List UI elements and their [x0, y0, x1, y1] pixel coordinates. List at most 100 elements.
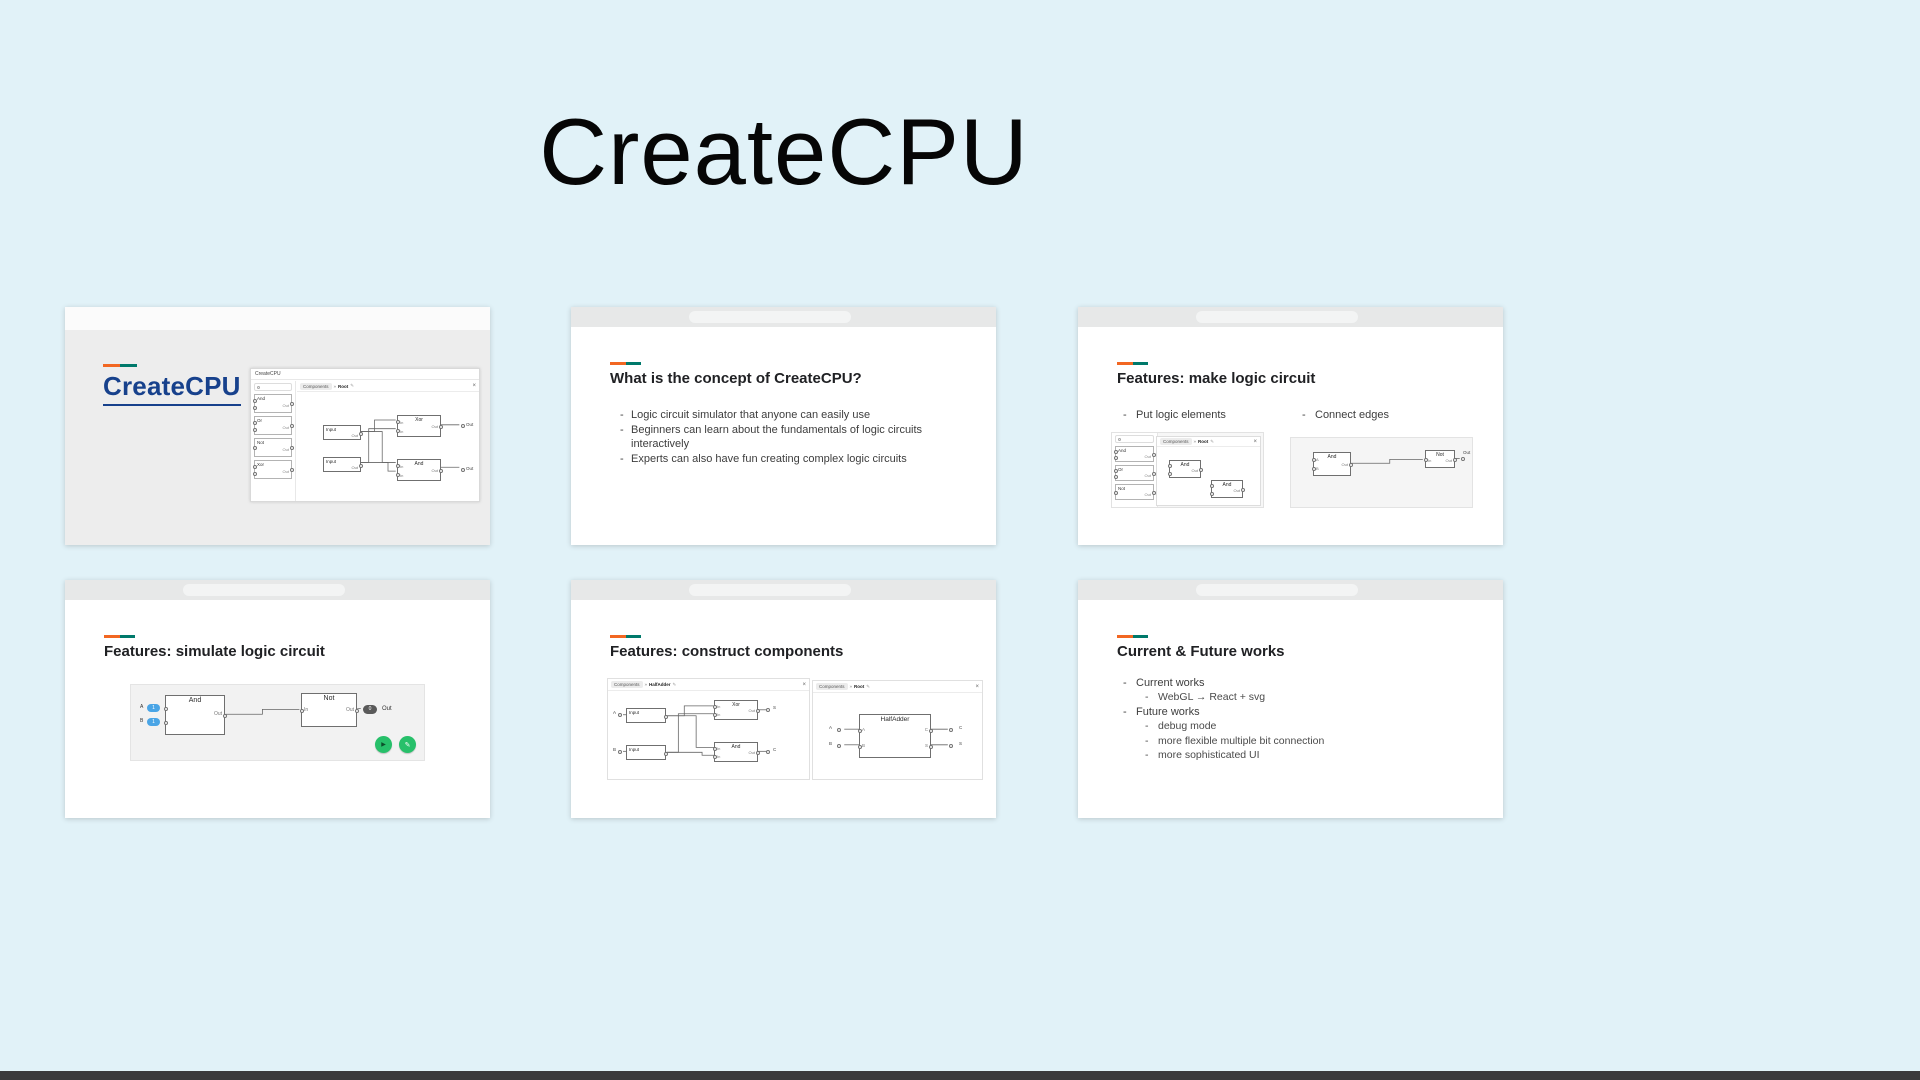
list-item: - debug mode: [1145, 719, 1468, 733]
pin: [289, 446, 294, 450]
input-b-toggle: 1: [147, 718, 160, 726]
pin-label: Out: [282, 425, 289, 430]
breadcrumb: Components » Root ✎ ×: [1157, 437, 1260, 447]
input-gate: Input Out: [323, 425, 363, 440]
bullet-text: Logic circuit simulator that anyone can …: [631, 409, 871, 421]
bullet-item: - Logic circuit simulator that anyone ca…: [620, 408, 940, 423]
wires-svg: [361, 419, 460, 472]
terminal-c-label: C: [773, 747, 777, 752]
pin: [1113, 491, 1118, 495]
wires-svg: [844, 728, 948, 746]
slide-title: Features: construct components: [610, 643, 844, 660]
slide-thumbnail-concept[interactable]: What is the concept of CreateCPU? - Logi…: [571, 307, 996, 545]
slide-header-band: [571, 580, 996, 600]
gate-label: Not: [257, 440, 265, 445]
input-a-label: A: [140, 704, 144, 710]
halfadder-component: HalfAdder A B C S: [857, 714, 933, 758]
circuit-diagram: A Input B Input Xor In In Out S And: [608, 692, 809, 779]
pin: [949, 728, 953, 732]
pin-label: In: [717, 712, 721, 717]
pin-label: In: [1428, 458, 1432, 463]
list-item-text: Future works: [1136, 705, 1200, 718]
pin: [222, 714, 227, 718]
pin-label: Out: [1191, 468, 1198, 473]
gate-label: Input: [326, 427, 337, 432]
edit-pencil-icon: ✎: [1210, 438, 1215, 444]
bullet-item: - Put logic elements: [1123, 409, 1226, 421]
pin: [163, 707, 168, 711]
gate-label: Not: [1118, 486, 1126, 491]
pin-label: Out: [282, 403, 289, 408]
xor-gate: Xor In In Out: [712, 700, 760, 720]
slide-thumbnail-construct[interactable]: Features: construct components Component…: [571, 580, 996, 818]
pin: [1167, 464, 1172, 468]
halfadder-usage-screenshot: Components » Root ✎ × A B HalfAdder A B …: [812, 680, 983, 780]
accent-teal-segment: [119, 635, 135, 638]
slide-header-band: [1078, 307, 1503, 327]
circuit-canvas: Components » Root ✎ × Input Out: [297, 381, 479, 501]
halfadder-definition-screenshot: Components » HalfAdder ✎ × A Input: [607, 678, 810, 780]
accent-teal-segment: [1132, 362, 1148, 365]
bullet-list: - Logic circuit simulator that anyone ca…: [620, 408, 940, 466]
pin: [1113, 475, 1118, 479]
pin: [1240, 488, 1245, 492]
chevron-double-icon: »: [333, 383, 337, 389]
breadcrumb-components: Components: [1160, 438, 1192, 445]
slide-title: What is the concept of CreateCPU?: [610, 370, 862, 387]
slide-header-band: [65, 307, 490, 330]
bullet-item: - Beginners can learn about the fundamen…: [620, 423, 940, 452]
gate-label: And: [1222, 482, 1232, 488]
slide-thumbnail-title[interactable]: CreateCPU CreateCPU And Out Or Out Not O…: [65, 307, 490, 545]
and-gate: And A B Out: [1311, 452, 1353, 476]
slide-thumbnail-simulate[interactable]: Features: simulate logic circuit A 1 B 1…: [65, 580, 490, 818]
accent-orange-segment: [104, 635, 120, 638]
bullet-dash: -: [1123, 409, 1127, 421]
pin: [766, 750, 770, 754]
breadcrumb-current: Root: [854, 684, 865, 689]
app-window-title: CreateCPU: [251, 369, 479, 380]
input-gate: Input Out: [323, 457, 363, 472]
bullet-text: Beginners can learn about the fundamenta…: [631, 423, 923, 451]
search-icon: [1118, 438, 1121, 441]
slide-thumbnail-make-circuit[interactable]: Features: make logic circuit - Put logic…: [1078, 307, 1503, 545]
gate-label: Or: [1118, 467, 1123, 472]
search-icon: [257, 386, 260, 389]
pin-label: C: [924, 727, 928, 732]
terminal-s-label: S: [773, 705, 777, 710]
not-gate: Not In Out: [1423, 450, 1457, 468]
list-item-text: Current works: [1136, 677, 1205, 689]
edit-pencil-icon: ✎: [672, 681, 677, 687]
pin: [1209, 492, 1214, 496]
bullet-text: Put logic elements: [1136, 409, 1226, 421]
bullet-dash: -: [1123, 705, 1127, 718]
gate-label: And: [414, 461, 424, 467]
pin: [395, 420, 400, 424]
pin-label: Out: [431, 424, 438, 429]
pin: [1209, 484, 1214, 488]
chevron-double-icon: »: [849, 684, 853, 689]
pin: [252, 406, 257, 410]
pin: [1113, 456, 1118, 460]
gate-label: And: [1327, 454, 1337, 460]
pin: [395, 429, 400, 433]
output-value-pill: 0: [363, 705, 377, 714]
pin: [289, 402, 294, 406]
terminal-b-label: B: [829, 741, 833, 746]
pin: [712, 713, 717, 717]
pin-label: B: [862, 743, 866, 748]
connect-edges-screenshot: And A B Out Not In Out Out: [1290, 437, 1473, 508]
gate-label: Xor: [415, 417, 423, 423]
list-item-text: debug mode: [1158, 720, 1217, 733]
accent-orange-segment: [610, 635, 626, 638]
pin: [755, 709, 760, 713]
slide-thumbnail-works[interactable]: Current & Future works - Current works -…: [1078, 580, 1503, 818]
input-gate: Input: [626, 708, 668, 723]
pin-label: A: [1316, 457, 1319, 462]
pin: [252, 428, 257, 432]
pin-label: Out: [1144, 473, 1151, 478]
gate-label: And: [188, 697, 202, 704]
bullet-dash: -: [1145, 691, 1149, 704]
pin-label: Out: [1341, 462, 1348, 467]
palette-search-box: [1115, 435, 1154, 443]
and-gate: And Out: [163, 695, 227, 735]
